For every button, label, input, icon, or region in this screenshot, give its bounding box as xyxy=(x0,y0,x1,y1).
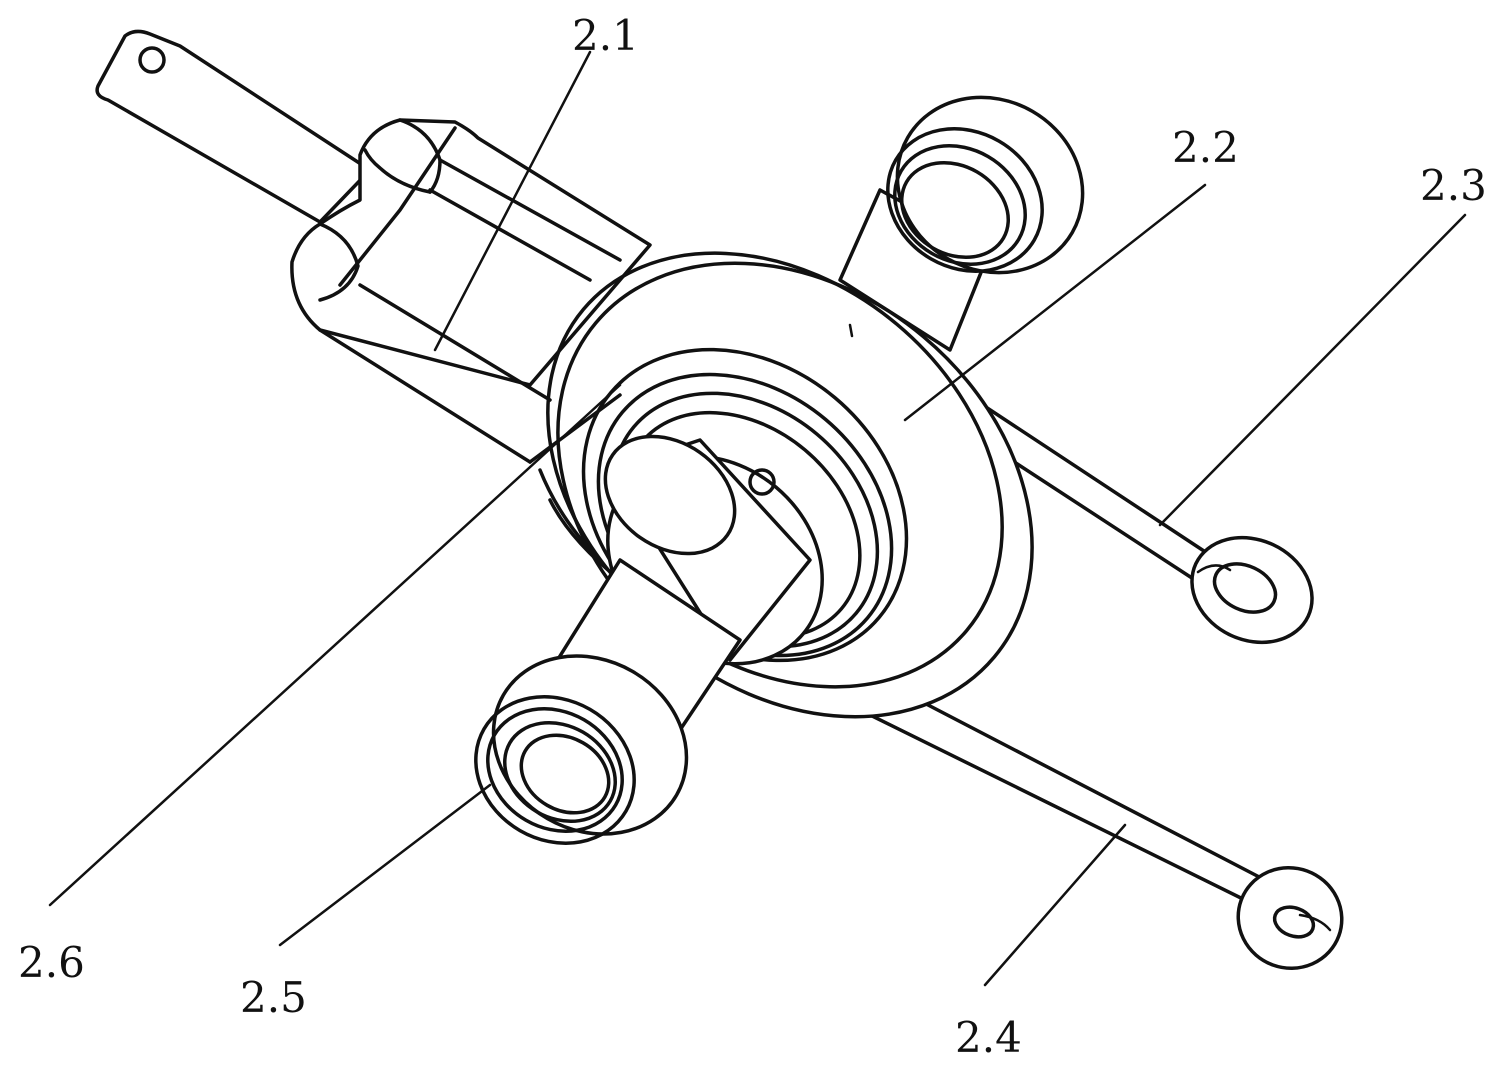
leader-2-2 xyxy=(903,183,1207,422)
leader-2-4 xyxy=(983,823,1127,987)
label-2-2: 2.2 xyxy=(1172,123,1239,172)
label-2-1: 2.1 xyxy=(572,11,639,60)
leader-lines xyxy=(48,50,1467,987)
upper-left-arm xyxy=(95,29,652,464)
label-2-3: 2.3 xyxy=(1420,161,1487,210)
leader-2-1 xyxy=(433,50,592,352)
inner-shaft-edge xyxy=(528,393,622,464)
lower-left-bearing xyxy=(474,654,689,845)
rear-arm xyxy=(948,388,1314,645)
label-2-6: 2.6 xyxy=(18,938,85,987)
upper-right-shaft xyxy=(838,95,1085,352)
leader-2-5 xyxy=(278,783,492,947)
leader-2-6 xyxy=(48,383,622,907)
leader-2-3 xyxy=(1158,213,1467,527)
central-hub xyxy=(543,434,824,762)
label-2-5: 2.5 xyxy=(240,973,307,1022)
label-2-4: 2.4 xyxy=(955,1013,1022,1062)
lower-arm xyxy=(858,678,1344,970)
